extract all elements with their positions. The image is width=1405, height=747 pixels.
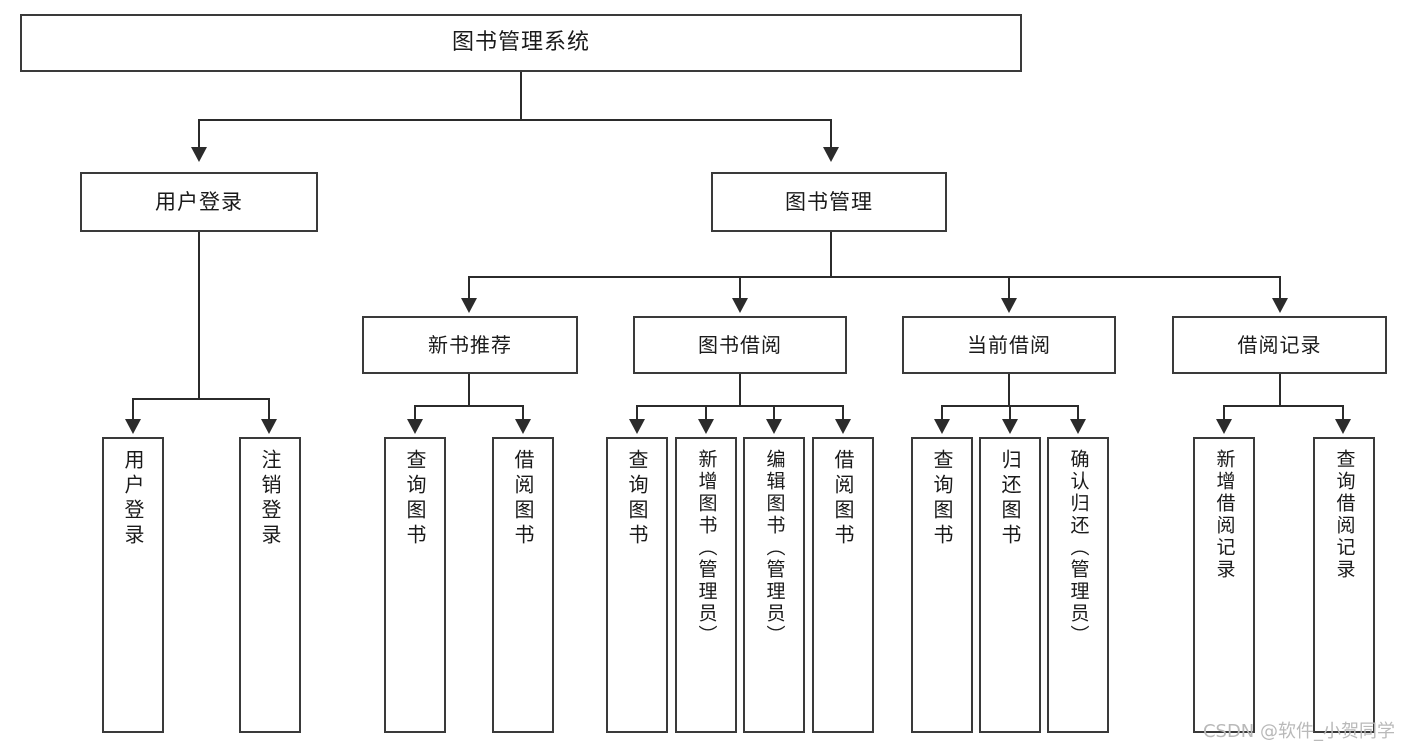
connector-bm-to-new-book bbox=[468, 276, 470, 300]
leaf-book-borrow-edit-book-admin[interactable]: 编辑图书（管理员） bbox=[743, 437, 805, 733]
arrowhead-current-borrow-to-leaf-2 bbox=[1002, 419, 1018, 434]
connector-borrow-record-bus bbox=[1223, 405, 1343, 407]
connector-borrow-record-trunk bbox=[1279, 374, 1281, 406]
connector-root-to-user-login bbox=[198, 119, 200, 149]
connector-user-login-bus bbox=[132, 398, 268, 400]
connector-book-borrow-to-leaf-4 bbox=[842, 405, 844, 421]
node-label: 图书管理 bbox=[785, 189, 873, 214]
connector-borrow-record-to-leaf-1 bbox=[1223, 405, 1225, 421]
connector-user-login-trunk bbox=[198, 232, 200, 399]
node-current-borrow[interactable]: 当前借阅 bbox=[902, 316, 1116, 374]
arrowhead-root-to-user-login bbox=[191, 147, 207, 162]
leaf-borrow-record-query-record[interactable]: 查询借阅记录 bbox=[1313, 437, 1375, 733]
connector-root-to-book-management bbox=[830, 119, 832, 149]
connector-current-borrow-to-leaf-1 bbox=[941, 405, 943, 421]
node-book-borrow[interactable]: 图书借阅 bbox=[633, 316, 847, 374]
leaf-book-borrow-add-book-admin[interactable]: 新增图书（管理员） bbox=[675, 437, 737, 733]
node-label: 用户登录 bbox=[155, 189, 243, 214]
arrowhead-root-to-book-management bbox=[823, 147, 839, 162]
node-label: 借阅图书 bbox=[511, 449, 535, 549]
arrowhead-bm-to-borrow-record bbox=[1272, 298, 1288, 313]
connector-current-borrow-trunk bbox=[1008, 374, 1010, 406]
connector-bm-to-book-borrow bbox=[739, 276, 741, 300]
connector-book-borrow-to-leaf-1 bbox=[636, 405, 638, 421]
leaf-new-book-query-book[interactable]: 查询图书 bbox=[384, 437, 446, 733]
node-label: 查询图书 bbox=[403, 449, 427, 549]
connector-book-management-bus bbox=[468, 276, 1280, 278]
node-label: 查询图书 bbox=[930, 449, 954, 549]
leaf-current-borrow-return-book[interactable]: 归还图书 bbox=[979, 437, 1041, 733]
connector-root-bus bbox=[198, 119, 832, 121]
connector-root-trunk bbox=[520, 72, 522, 120]
node-label: 借阅图书 bbox=[831, 449, 855, 549]
arrowhead-new-book-to-leaf-1 bbox=[407, 419, 423, 434]
connector-new-book-to-leaf-1 bbox=[414, 405, 416, 421]
connector-user-login-to-leaf-2 bbox=[268, 398, 270, 421]
arrowhead-borrow-record-to-leaf-2 bbox=[1335, 419, 1351, 434]
leaf-borrow-record-add-record[interactable]: 新增借阅记录 bbox=[1193, 437, 1255, 733]
arrowhead-book-borrow-to-leaf-1 bbox=[629, 419, 645, 434]
node-label: 确认归还（管理员） bbox=[1067, 449, 1090, 647]
node-label: 图书借阅 bbox=[698, 332, 782, 357]
node-label: 新增图书（管理员） bbox=[695, 449, 718, 647]
connector-book-borrow-bus bbox=[636, 405, 843, 407]
arrowhead-user-login-to-leaf-1 bbox=[125, 419, 141, 434]
arrowhead-user-login-to-leaf-2 bbox=[261, 419, 277, 434]
connector-current-borrow-to-leaf-2 bbox=[1009, 405, 1011, 421]
node-root-book-management-system[interactable]: 图书管理系统 bbox=[20, 14, 1022, 72]
leaf-book-borrow-borrow-book[interactable]: 借阅图书 bbox=[812, 437, 874, 733]
arrowhead-new-book-to-leaf-2 bbox=[515, 419, 531, 434]
node-user-login[interactable]: 用户登录 bbox=[80, 172, 318, 232]
leaf-book-borrow-query-book[interactable]: 查询图书 bbox=[606, 437, 668, 733]
connector-bm-to-borrow-record bbox=[1279, 276, 1281, 300]
connector-bm-to-current-borrow bbox=[1008, 276, 1010, 300]
node-label: 用户登录 bbox=[121, 449, 145, 549]
node-label: 新增借阅记录 bbox=[1213, 449, 1236, 581]
arrowhead-bm-to-current-borrow bbox=[1001, 298, 1017, 313]
connector-new-book-trunk bbox=[468, 374, 470, 406]
node-label: 查询借阅记录 bbox=[1333, 449, 1356, 581]
connector-new-book-to-leaf-2 bbox=[522, 405, 524, 421]
arrowhead-current-borrow-to-leaf-1 bbox=[934, 419, 950, 434]
arrowhead-current-borrow-to-leaf-3 bbox=[1070, 419, 1086, 434]
node-label: 归还图书 bbox=[998, 449, 1022, 549]
node-label: 编辑图书（管理员） bbox=[763, 449, 786, 647]
leaf-current-borrow-query-book[interactable]: 查询图书 bbox=[911, 437, 973, 733]
node-label: 当前借阅 bbox=[967, 332, 1051, 357]
arrowhead-borrow-record-to-leaf-1 bbox=[1216, 419, 1232, 434]
arrowhead-book-borrow-to-leaf-2 bbox=[698, 419, 714, 434]
connector-user-login-to-leaf-1 bbox=[132, 398, 134, 421]
connector-current-borrow-to-leaf-3 bbox=[1077, 405, 1079, 421]
node-label: 注销登录 bbox=[258, 449, 282, 549]
connector-book-borrow-to-leaf-2 bbox=[705, 405, 707, 421]
arrowhead-book-borrow-to-leaf-3 bbox=[766, 419, 782, 434]
connector-borrow-record-to-leaf-2 bbox=[1342, 405, 1344, 421]
leaf-new-book-borrow-book[interactable]: 借阅图书 bbox=[492, 437, 554, 733]
connector-book-management-trunk bbox=[830, 232, 832, 277]
arrowhead-bm-to-new-book bbox=[461, 298, 477, 313]
leaf-user-login-logout[interactable]: 注销登录 bbox=[239, 437, 301, 733]
connector-new-book-bus bbox=[414, 405, 524, 407]
leaf-user-login-login[interactable]: 用户登录 bbox=[102, 437, 164, 733]
connector-book-borrow-to-leaf-3 bbox=[773, 405, 775, 421]
connector-book-borrow-trunk bbox=[739, 374, 741, 406]
node-label: 借阅记录 bbox=[1237, 332, 1322, 357]
arrowhead-bm-to-book-borrow bbox=[732, 298, 748, 313]
node-book-management[interactable]: 图书管理 bbox=[711, 172, 947, 232]
node-label: 图书管理系统 bbox=[451, 30, 590, 56]
node-label: 新书推荐 bbox=[428, 332, 512, 357]
leaf-current-borrow-confirm-return-admin[interactable]: 确认归还（管理员） bbox=[1047, 437, 1109, 733]
node-borrow-record[interactable]: 借阅记录 bbox=[1172, 316, 1387, 374]
arrowhead-book-borrow-to-leaf-4 bbox=[835, 419, 851, 434]
node-new-book-recommend[interactable]: 新书推荐 bbox=[362, 316, 578, 374]
node-label: 查询图书 bbox=[625, 449, 649, 549]
